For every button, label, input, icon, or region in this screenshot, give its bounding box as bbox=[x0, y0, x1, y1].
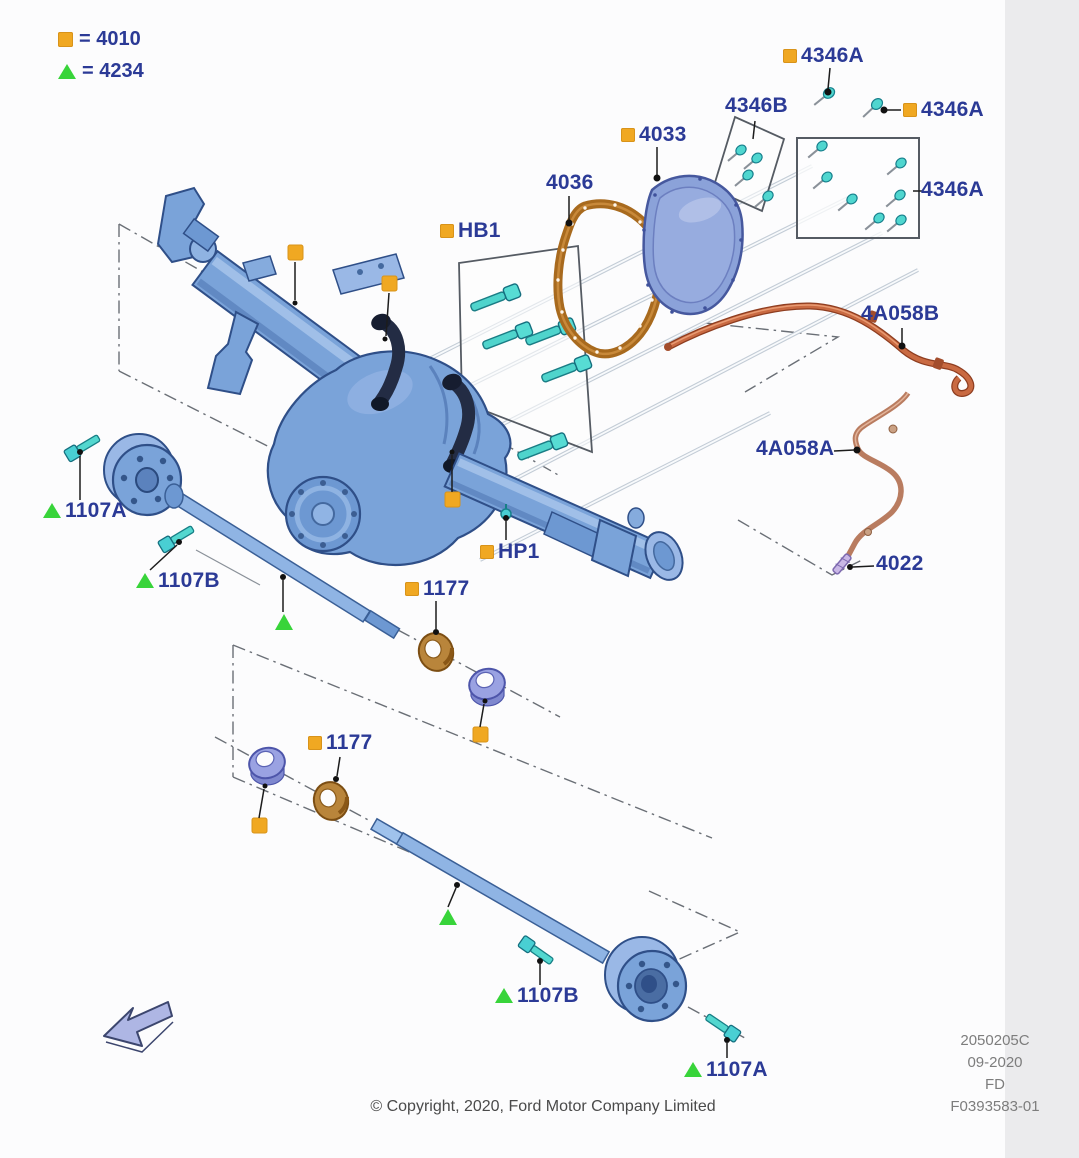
legend-item-4010: = 4010 bbox=[58, 28, 141, 51]
part-label-1107a-upper[interactable]: 1107A bbox=[43, 500, 127, 521]
orange-square-icon bbox=[480, 544, 494, 559]
green-triangle-icon bbox=[58, 64, 76, 79]
part-label-4036[interactable]: 4036 bbox=[546, 172, 594, 193]
part-number: 1177 bbox=[326, 731, 373, 754]
bearing-retainer-lower bbox=[248, 746, 286, 786]
part-number: 1177 bbox=[423, 577, 470, 600]
part-label-1177-upper[interactable]: 1177 bbox=[405, 578, 469, 599]
part-number: 1107B bbox=[158, 569, 220, 592]
orange-square-icon bbox=[308, 735, 322, 750]
part-label-4a058b[interactable]: 4A058B bbox=[861, 303, 939, 324]
stud-1107a-lower bbox=[705, 1013, 742, 1043]
orange-square-icon bbox=[405, 581, 419, 596]
part-number: 1107A bbox=[65, 499, 127, 522]
leader-dots bbox=[77, 88, 906, 1043]
part-label-4346b[interactable]: 4346B bbox=[725, 95, 788, 116]
legend-item-4234: = 4234 bbox=[58, 60, 144, 83]
doc-info-line: FD bbox=[985, 1076, 1005, 1093]
reference-dash-lines bbox=[118, 223, 865, 1039]
orange-square-icon bbox=[621, 127, 635, 142]
orange-square-markers bbox=[251, 244, 489, 834]
green-triangle-icon bbox=[684, 1062, 702, 1077]
part-label-4033[interactable]: 4033 bbox=[621, 124, 687, 145]
brake-line-rear bbox=[664, 302, 975, 397]
legend-label: = 4010 bbox=[79, 28, 141, 50]
part-number: 4346A bbox=[921, 98, 984, 121]
doc-info-line: 09-2020 bbox=[967, 1054, 1023, 1071]
part-label-hb1[interactable]: HB1 bbox=[440, 220, 501, 241]
part-number: 4A058B bbox=[861, 302, 940, 325]
part-label-hp1[interactable]: HP1 bbox=[480, 541, 539, 562]
axle-seal-lower bbox=[312, 781, 350, 821]
green-triangle-icon bbox=[43, 503, 61, 518]
copyright-text: © Copyright, 2020, Ford Motor Company Li… bbox=[370, 1098, 716, 1115]
green-triangle-icon bbox=[136, 573, 154, 588]
part-label-4346a-top[interactable]: 4346A bbox=[783, 45, 864, 66]
part-number: 4346A bbox=[921, 178, 984, 201]
part-label-4022[interactable]: 4022 bbox=[876, 553, 924, 574]
axle-seal-upper bbox=[417, 632, 455, 672]
part-number: 4346A bbox=[801, 44, 864, 67]
bearing-retainer-upper bbox=[468, 667, 506, 707]
hose-fitting-4022 bbox=[832, 553, 852, 575]
stud-1107b-upper bbox=[157, 525, 195, 554]
leader-lines bbox=[79, 67, 922, 1058]
part-number: 1107B bbox=[517, 984, 579, 1007]
orange-square-icon bbox=[783, 48, 797, 63]
part-label-4346a-far[interactable]: 4346A bbox=[921, 179, 984, 200]
part-label-4a058a[interactable]: 4A058A bbox=[756, 438, 834, 459]
green-triangle-icon bbox=[495, 988, 513, 1003]
part-number: 4036 bbox=[546, 171, 594, 194]
axle-housing bbox=[156, 186, 684, 581]
part-number: 4033 bbox=[639, 123, 687, 146]
side-panel-strip bbox=[1005, 0, 1079, 1158]
green-triangle-markers bbox=[275, 614, 457, 925]
part-label-4346a-right[interactable]: 4346A bbox=[903, 99, 984, 120]
part-number: 1107A bbox=[706, 1058, 768, 1081]
front-direction-arrow-icon bbox=[103, 1001, 174, 1053]
axle-shaft-lower bbox=[369, 817, 742, 1043]
document-info-block: 2050205C 09-2020 FD F0393583-01 bbox=[915, 1030, 1075, 1118]
small-screws bbox=[727, 87, 907, 233]
cover-bolts bbox=[470, 283, 593, 461]
part-label-1107b-lower[interactable]: 1107B bbox=[495, 985, 579, 1006]
part-number: 4A058A bbox=[756, 437, 835, 460]
part-number: HP1 bbox=[498, 540, 540, 563]
stud-1107a-upper bbox=[63, 434, 101, 463]
orange-square-icon bbox=[903, 102, 917, 117]
brake-hose-front bbox=[840, 391, 911, 567]
doc-info-line: 2050205C bbox=[960, 1032, 1030, 1049]
part-number: 4346B bbox=[725, 94, 788, 117]
legend-label: = 4234 bbox=[82, 60, 144, 82]
doc-info-line: F0393583-01 bbox=[950, 1098, 1040, 1115]
part-label-1107a-lower[interactable]: 1107A bbox=[684, 1059, 768, 1080]
orange-square-icon bbox=[440, 223, 454, 238]
stud-1107b-lower bbox=[517, 935, 554, 965]
part-label-1177-lower[interactable]: 1177 bbox=[308, 732, 372, 753]
differential-cover bbox=[642, 174, 744, 316]
part-number: 4022 bbox=[876, 552, 924, 575]
part-label-1107b-upper[interactable]: 1107B bbox=[136, 570, 220, 591]
axle-shaft-upper bbox=[63, 433, 401, 640]
orange-square-icon bbox=[58, 32, 73, 47]
part-number: HB1 bbox=[458, 219, 501, 242]
